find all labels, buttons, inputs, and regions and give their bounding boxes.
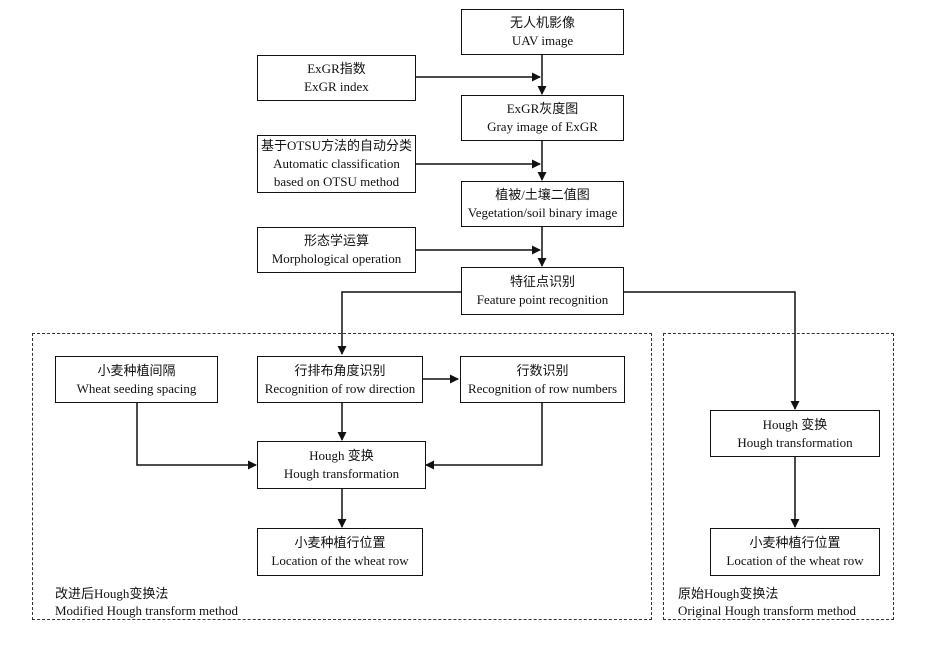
arrow-spacing-to-hough [136,403,257,470]
node-exgr-index: ExGR指数 ExGR index [257,55,416,101]
node-rownum-en: Recognition of row numbers [467,380,618,396]
node-otsu-classification: 基于OTSU方法的自动分类 Automatic classification b… [257,135,416,193]
node-hough-mod-en: Hough transformation [283,466,400,481]
node-otsu-zh: 基于OTSU方法的自动分类 [261,138,412,153]
node-hough-mod-zh: Hough 变换 [309,448,374,463]
arrow-feature-to-hough-orig [623,291,800,410]
arrow-rownum-to-hough [425,403,543,470]
original-method-caption-zh: 原始Hough变换法 [678,586,779,601]
node-location-modified: 小麦种植行位置 Location of the wheat row [257,528,423,576]
node-binary-image: 植被/土壤二值图 Vegetation/soil binary image [461,181,624,227]
node-otsu-en1: Automatic classification [273,156,400,171]
original-method-region [663,333,894,620]
node-binary-en: Vegetation/soil binary image [467,205,618,220]
node-uav-en: UAV image [511,33,574,48]
modified-method-caption: 改进后Hough变换法 Modified Hough transform met… [55,585,238,619]
node-morph-en: Morphological operation [271,251,402,266]
node-binary-zh: 植被/土壤二值图 [495,187,590,202]
node-spacing-en: Wheat seeding spacing [76,380,197,396]
node-exgr-index-zh: ExGR指数 [307,61,366,76]
node-otsu-en2: based on OTSU method [273,174,400,189]
original-method-caption-en: Original Hough transform method [678,603,856,618]
node-wheat-spacing: 小麦种植间隔 Wheat seeding spacing [55,356,218,403]
modified-method-caption-en: Modified Hough transform method [55,603,239,618]
node-hough-original: Hough 变换 Hough transformation [710,410,880,457]
node-exgr-gray-zh: ExGR灰度图 [506,101,579,116]
node-morph-zh: 形态学运算 [303,233,369,248]
node-hough-orig-en: Hough transformation [737,434,853,450]
node-rowdir-en: Recognition of row direction [264,380,416,396]
node-loc-mod-en: Location of the wheat row [271,553,409,568]
node-feature-en: Feature point recognition [476,292,609,307]
node-loc-mod-zh: 小麦种植行位置 [294,535,386,550]
node-location-original: 小麦种植行位置 Location of the wheat row [710,528,880,576]
node-loc-orig-en: Location of the wheat row [726,553,864,568]
node-exgr-gray-en: Gray image of ExGR [487,119,598,134]
node-hough-modified: Hough 变换 Hough transformation [257,441,426,489]
node-rowdir-zh: 行排布角度识别 [294,362,386,378]
node-loc-orig-zh: 小麦种植行位置 [749,535,841,550]
node-uav-zh: 无人机影像 [509,15,575,30]
node-hough-orig-zh: Hough 变换 [762,416,828,432]
original-method-caption: 原始Hough变换法 Original Hough transform meth… [678,585,856,619]
node-exgr-index-en: ExGR index [304,79,369,94]
node-row-numbers: 行数识别 Recognition of row numbers [460,356,625,403]
node-feature-point: 特征点识别 Feature point recognition [461,267,624,315]
node-morphological: 形态学运算 Morphological operation [257,227,416,273]
node-feature-zh: 特征点识别 [509,274,575,289]
modified-method-caption-zh: 改进后Hough变换法 [55,586,169,601]
node-spacing-zh: 小麦种植间隔 [97,362,176,378]
node-uav-image: 无人机影像 UAV image [461,9,624,55]
modified-method-region [32,333,652,620]
node-rownum-zh: 行数识别 [516,362,569,378]
node-exgr-gray: ExGR灰度图 Gray image of ExGR [461,95,624,141]
node-row-direction: 行排布角度识别 Recognition of row direction [257,356,423,403]
